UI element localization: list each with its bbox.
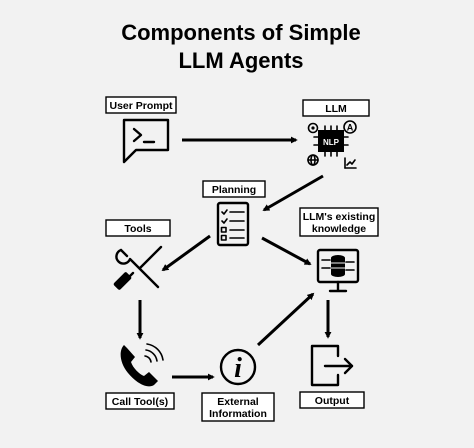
node-user-prompt: User Prompt [105, 96, 177, 164]
info-icon: i [219, 348, 257, 386]
node-existing-knowledge: LLM's existing knowledge [299, 207, 379, 293]
call-tools-label: Call Tool(s) [112, 396, 168, 408]
llm-label-box [302, 99, 370, 117]
knowledge-label-line2: knowledge [312, 223, 366, 235]
llm-badge-text: A [347, 123, 354, 133]
node-output: Output [299, 344, 365, 409]
planning-label: Planning [212, 184, 256, 196]
llm-label: LLM [325, 103, 347, 115]
tools-label: Tools [124, 223, 151, 235]
database-monitor-icon [316, 248, 360, 293]
edge-planning-to-tools [161, 234, 211, 272]
node-call-tools: Call Tool(s) [105, 343, 175, 410]
node-external-information: External Information i [201, 348, 275, 422]
user-prompt-label-box [105, 96, 177, 114]
edge-external-info-to-knowledge [256, 292, 315, 347]
output-label: Output [315, 395, 350, 407]
checklist-icon [216, 201, 250, 247]
nlp-chip-text: NLP [323, 138, 340, 147]
info-glyph: i [234, 353, 242, 384]
exit-arrow-icon [310, 344, 354, 387]
user-prompt-label: User Prompt [109, 100, 173, 112]
knowledge-label-line1: LLM's existing [303, 211, 376, 223]
edge-planning-to-knowledge [261, 236, 312, 266]
external-info-label-line1: External [217, 396, 259, 408]
edge-llm-to-planning [262, 174, 324, 212]
external-info-label-box [201, 392, 275, 422]
knowledge-label-box [299, 207, 379, 237]
node-tools: Tools [105, 219, 171, 290]
call-tools-label-box [105, 392, 175, 410]
tools-label-box [105, 219, 171, 237]
terminal-chat-icon [122, 118, 170, 164]
external-info-label-line2: Information [209, 408, 267, 420]
node-planning: Planning [202, 180, 266, 247]
planning-label-box [202, 180, 266, 198]
edges [136, 136, 332, 381]
diagram-title-line2: LLM Agents [178, 48, 303, 73]
diagram-title-line1: Components of Simple [121, 20, 361, 45]
output-label-box [299, 391, 365, 409]
wrench-screwdriver-icon [113, 245, 163, 290]
nlp-chip-icon: NLP A [307, 120, 357, 169]
node-llm: LLM NLP A [302, 99, 370, 169]
phone-ringing-icon [120, 343, 164, 387]
